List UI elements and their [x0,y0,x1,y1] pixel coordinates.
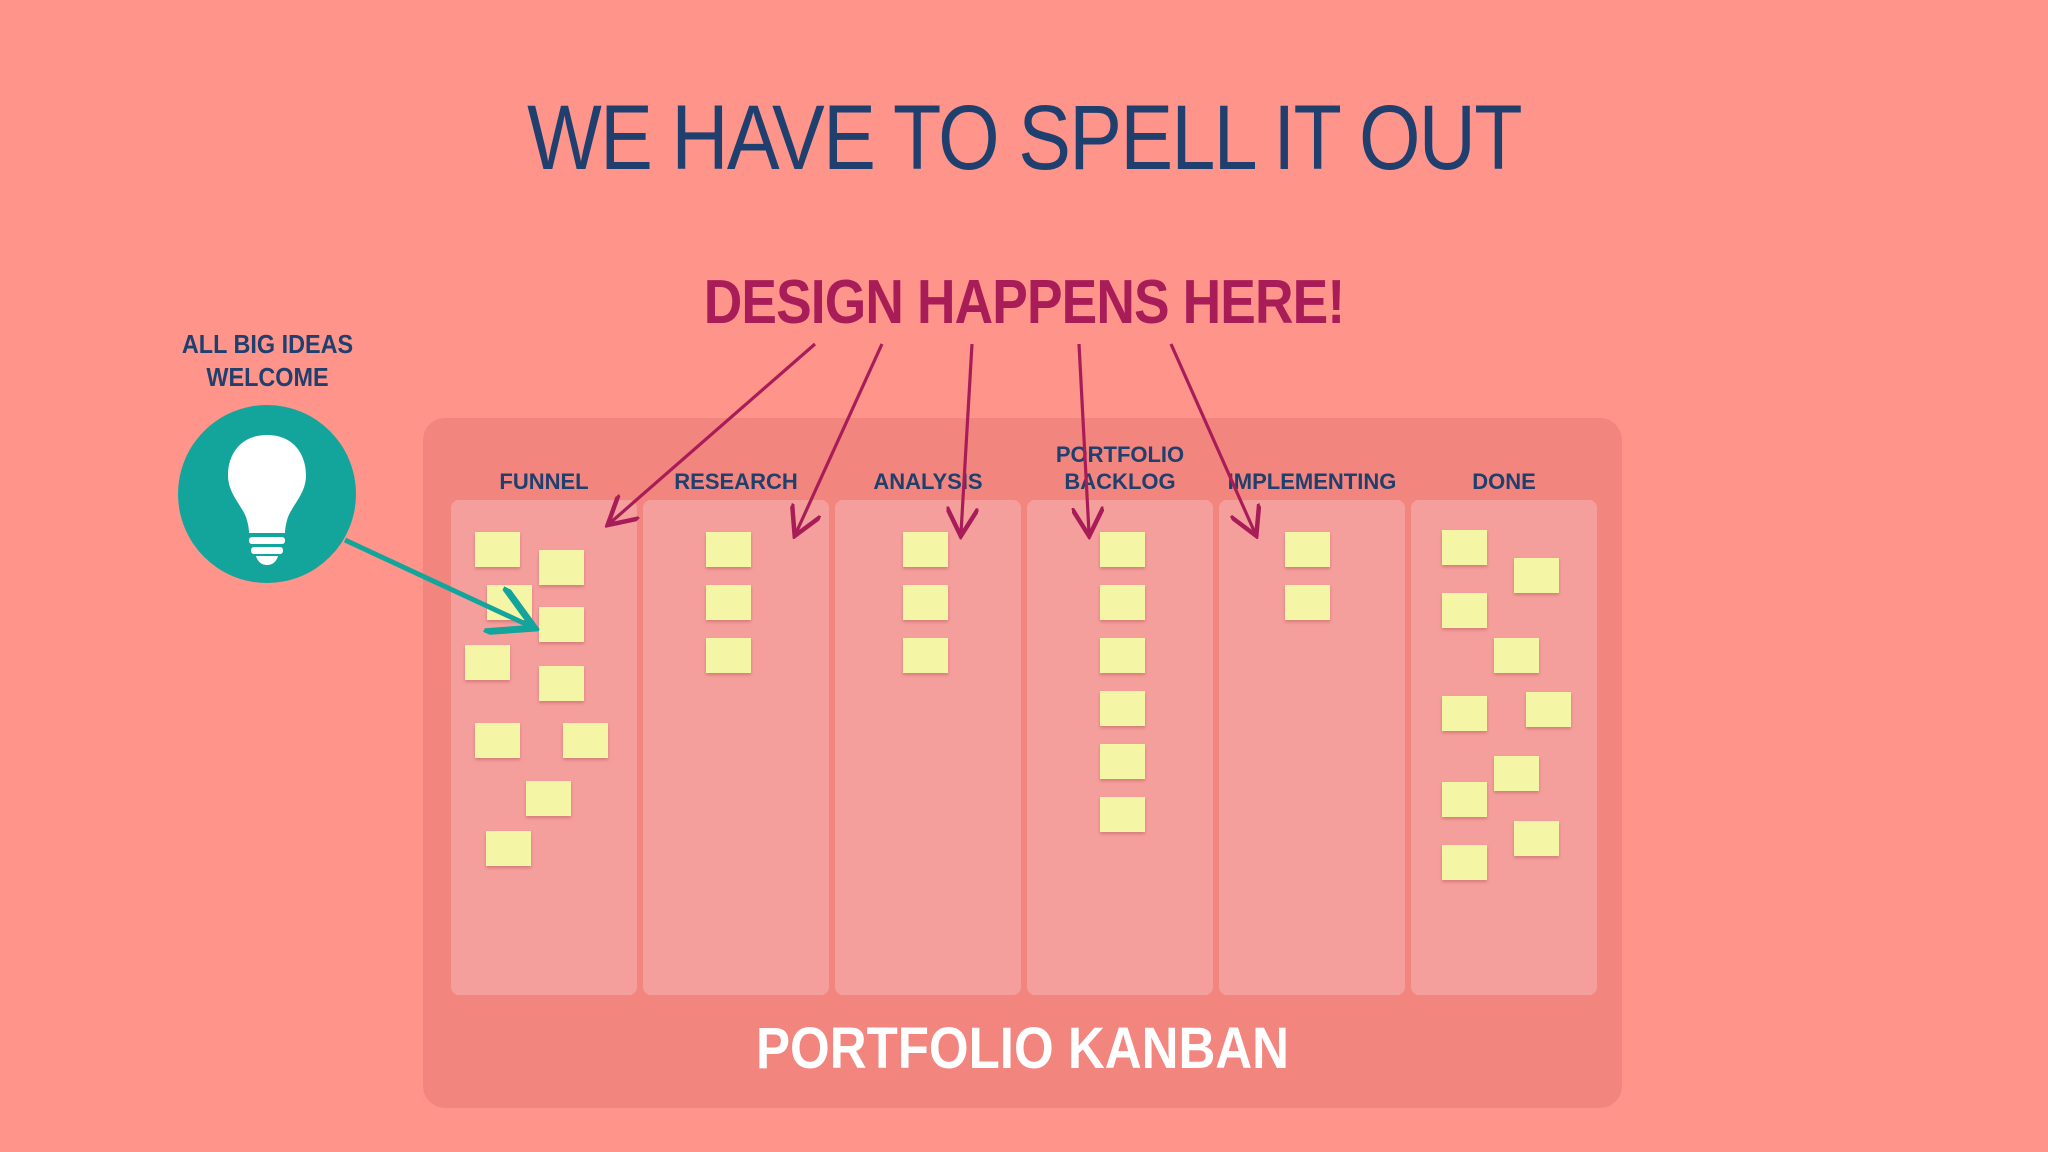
sticky-note [1514,821,1559,856]
sticky-note [486,831,531,866]
sticky-note [1442,696,1487,731]
sticky-note [475,532,520,567]
sticky-note [1442,530,1487,565]
sticky-note [1442,845,1487,880]
column-done [1411,500,1597,995]
sticky-note [1100,638,1145,673]
column-header-done: DONE [1472,469,1536,494]
sticky-note [1494,756,1539,791]
lightbulb-icon [228,435,306,565]
column-header-research: RESEARCH [674,469,798,494]
sticky-note [1100,532,1145,567]
sticky-note [1100,691,1145,726]
sticky-note [475,723,520,758]
arrow-to-funnel [610,342,817,523]
sticky-note [1285,532,1330,567]
sticky-note [903,585,948,620]
column-header-implementing: IMPLEMENTING [1227,469,1397,494]
all-big-ideas-label: ALL BIG IDEAS WELCOME [181,329,354,392]
column-analysis [835,500,1021,995]
sticky-note [1442,593,1487,628]
sticky-note [1514,558,1559,593]
sticky-note [539,666,584,701]
sticky-note [539,550,584,585]
column-implementing [1219,500,1405,995]
arrow-to-analysis [961,343,972,533]
slide-title: WE HAVE TO SPELL IT OUT [527,87,1522,189]
board-title: PORTFOLIO KANBAN [755,1016,1290,1081]
arrow-idea-to-funnel [343,537,530,626]
sticky-note [903,638,948,673]
sticky-note [1285,585,1330,620]
sticky-note [563,723,608,758]
sticky-note [706,532,751,567]
arrow-to-portfolio-backlog [1079,343,1089,533]
arrow-to-research [796,343,884,533]
sticky-note [1100,744,1145,779]
column-header-portfolio-backlog: PORTFOLIO BACKLOG [1055,442,1185,494]
column-research [643,500,829,995]
sticky-note [1526,692,1571,727]
arrow-to-implementing [1169,343,1255,533]
sticky-note [1442,782,1487,817]
sticky-note [903,532,948,567]
sticky-note [1100,797,1145,832]
design-happens-here-label: DESIGN HAPPENS HERE! [703,268,1345,337]
column-header-funnel: FUNNEL [499,469,589,494]
sticky-note [465,645,510,680]
sticky-note [1494,638,1539,673]
sticky-note [706,638,751,673]
sticky-note [539,607,584,642]
sticky-note [526,781,571,816]
idea-circle [178,405,356,583]
sticky-note [1100,585,1145,620]
sticky-note [706,585,751,620]
